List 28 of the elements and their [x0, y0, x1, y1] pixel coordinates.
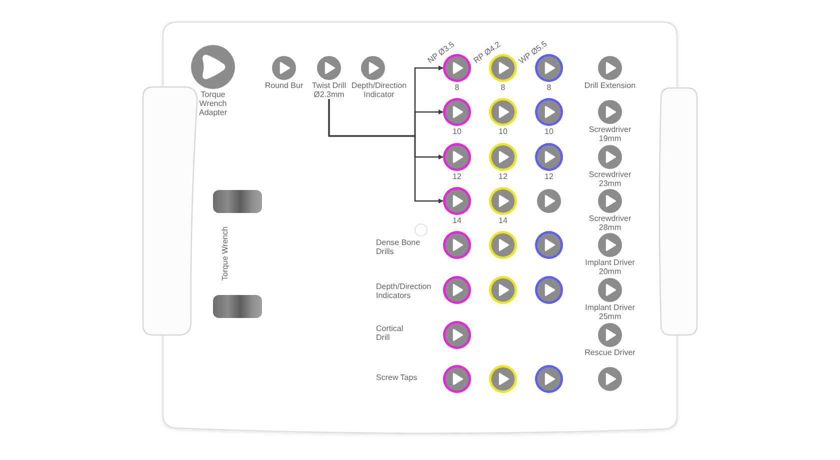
tool-label: Round Bur — [264, 81, 304, 90]
tool-label: Screwdriver 19mm — [588, 125, 632, 143]
tool-label: Implant Driver 25mm — [584, 303, 636, 321]
length-label: 12 — [452, 172, 462, 181]
tool-label: Rescue Driver — [584, 348, 636, 357]
tool-label: Torque Wrench Adapter — [198, 90, 228, 117]
length-label: 10 — [544, 127, 554, 136]
tool-label: Screwdriver 23mm — [588, 170, 632, 188]
tool-label: Drill Extension — [584, 81, 636, 90]
tool-label: Screwdriver 28mm — [588, 214, 632, 232]
tool-label: Depth/Direction Indicator — [350, 81, 408, 99]
row-label: Cortical Drill — [376, 324, 404, 342]
arrow — [328, 99, 444, 204]
row-label: Screw Taps — [376, 373, 418, 382]
length-label: 12 — [498, 172, 508, 181]
length-label: 8 — [500, 83, 506, 92]
length-label: 10 — [452, 127, 462, 136]
length-label: 8 — [454, 83, 460, 92]
row-label: Dense Bone Drills — [376, 238, 422, 256]
length-label: 12 — [544, 172, 554, 181]
row-label: Depth/Direction Indicators — [376, 282, 432, 300]
tool-label: Implant Driver 20mm — [584, 258, 636, 276]
length-label: 14 — [498, 216, 508, 225]
length-label: 10 — [498, 127, 508, 136]
length-label: 8 — [546, 83, 552, 92]
tool-label: Twist Drill Ø2.3mm — [310, 81, 348, 99]
holder-label: Torque Wrench — [220, 224, 230, 282]
length-label: 14 — [452, 216, 462, 225]
